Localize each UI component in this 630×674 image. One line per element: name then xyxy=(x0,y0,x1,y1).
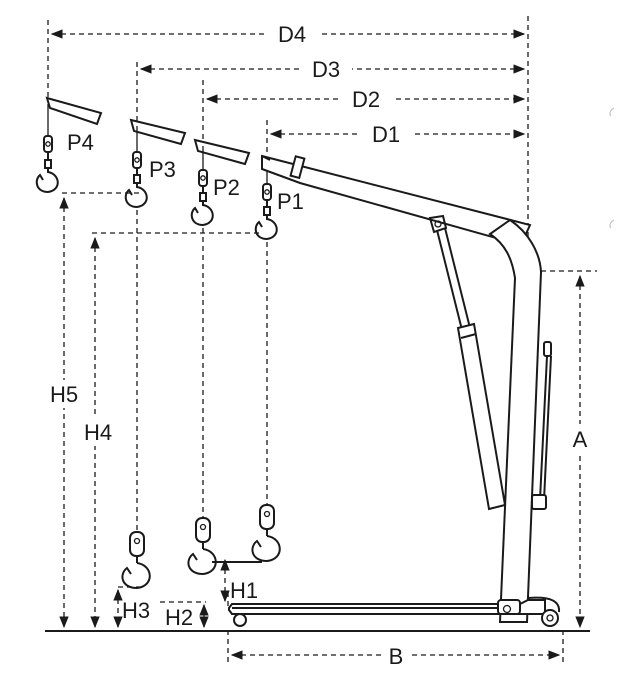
hook-icon-p3-lower xyxy=(121,531,151,590)
dimension-h5: H5 xyxy=(44,196,84,629)
hook-icon-p1-lower xyxy=(251,504,281,563)
dimension-d1: D1 xyxy=(269,121,526,147)
label-p4: P4 xyxy=(67,130,94,155)
label-h4: H4 xyxy=(84,420,112,445)
boom-position-p2 xyxy=(193,138,251,166)
rear-caster xyxy=(527,596,561,613)
label-p2: P2 xyxy=(213,175,240,200)
label-h2: H2 xyxy=(165,605,193,630)
dimension-h1: H1 xyxy=(220,558,258,603)
label-b: B xyxy=(389,644,404,669)
dimension-d2: D2 xyxy=(205,86,526,112)
hook-icon-p2-upper xyxy=(190,146,214,227)
pump-handle xyxy=(531,341,552,510)
label-d4: D4 xyxy=(278,22,306,47)
height-reference-lines xyxy=(62,192,268,610)
boom-collar xyxy=(289,155,306,180)
boom-arm xyxy=(261,154,532,247)
label-d3: D3 xyxy=(312,57,340,82)
front-wheel-icon xyxy=(233,613,247,627)
dimension-a: A xyxy=(541,270,597,629)
dimension-h2: H2 xyxy=(165,603,209,630)
label-a: A xyxy=(573,427,588,452)
dimension-h3: H3 xyxy=(113,588,150,629)
edge-mark xyxy=(609,219,615,229)
label-d2: D2 xyxy=(352,87,380,112)
edge-mark xyxy=(609,107,615,117)
hook-icon-p1-upper xyxy=(254,164,278,241)
boom-position-p4 xyxy=(45,96,103,126)
label-h1: H1 xyxy=(230,578,258,603)
label-h3: H3 xyxy=(122,598,150,623)
crane-structure xyxy=(228,154,561,627)
mast xyxy=(488,218,543,623)
label-h5: H5 xyxy=(50,382,78,407)
hook-icon-p2-lower xyxy=(187,517,217,576)
rear-wheel-icon xyxy=(541,609,559,627)
label-p3: P3 xyxy=(149,157,176,182)
reference-lines xyxy=(47,16,529,250)
hook-icon-p4-upper xyxy=(35,104,59,194)
dimension-d3: D3 xyxy=(139,56,526,82)
boom-position-p3 xyxy=(129,118,187,146)
dimension-h4: H4 xyxy=(76,236,116,629)
label-d1: D1 xyxy=(372,122,400,147)
hook-icon-p3-upper xyxy=(124,126,148,209)
dimension-b: B xyxy=(227,630,564,670)
dimension-d4: D4 xyxy=(50,21,526,47)
label-p1: P1 xyxy=(277,189,304,214)
hydraulic-ram xyxy=(428,214,507,511)
